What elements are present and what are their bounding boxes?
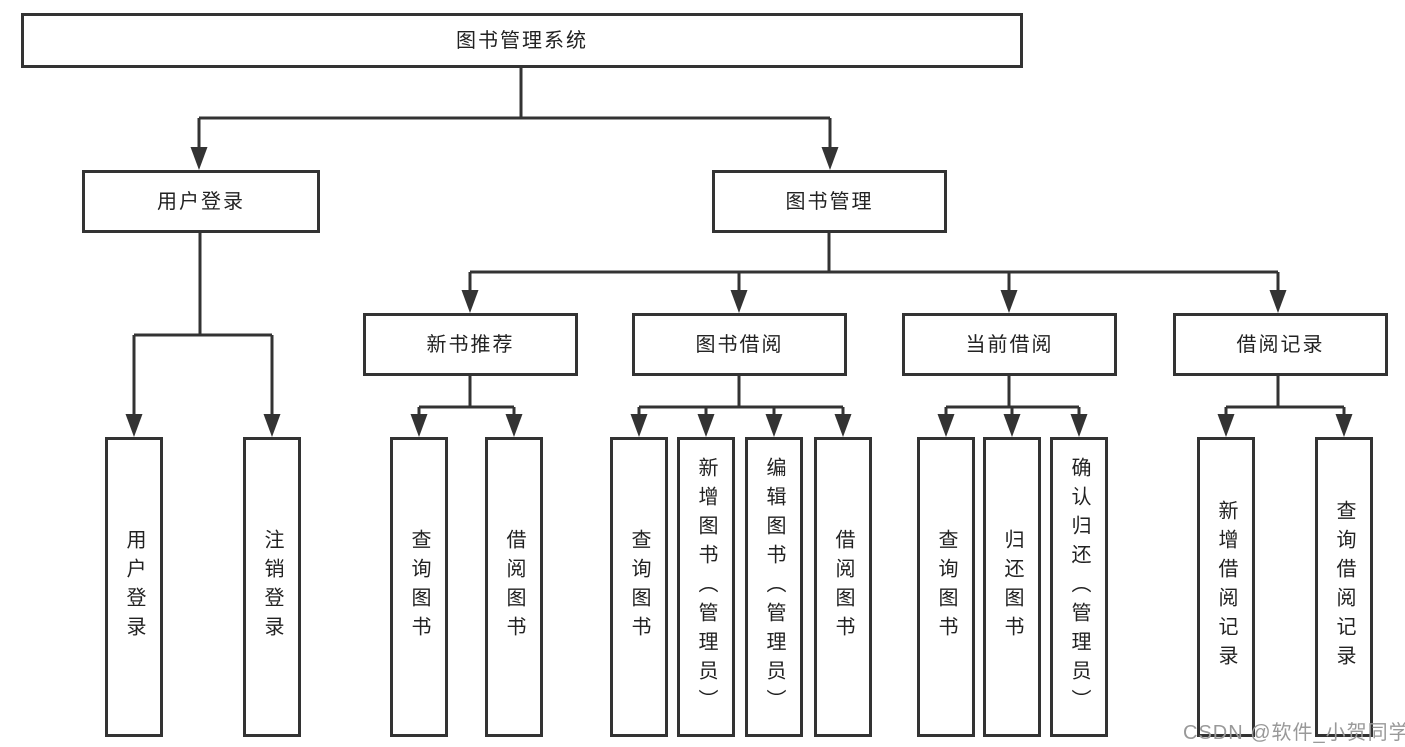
- arrowhead: [410, 414, 428, 437]
- arrowhead: [730, 290, 748, 313]
- arrowhead: [1217, 414, 1235, 437]
- node-user-login: 用户登录: [82, 170, 320, 233]
- leaf-return-books: 归还图书: [983, 437, 1041, 737]
- connector-root-trunk: [197, 68, 832, 152]
- leaf-query-books: 查询图书: [390, 437, 448, 737]
- node-label: 归还图书: [1001, 529, 1023, 645]
- arrowhead: [1269, 290, 1287, 313]
- node-borrowing-records: 借阅记录: [1173, 313, 1388, 376]
- arrowhead: [190, 147, 208, 170]
- connector-newrec: [417, 376, 516, 419]
- arrowhead: [697, 414, 715, 437]
- node-label: 当前借阅: [965, 333, 1054, 356]
- node-label: 注销登录: [261, 529, 283, 645]
- arrowhead: [1335, 414, 1353, 437]
- leaf-add-borrow-record: 新增借阅记录: [1197, 437, 1255, 737]
- connector-record: [1224, 376, 1346, 419]
- node-label: 查询借阅记录: [1333, 500, 1355, 674]
- node-label: 新增图书（管理员）: [695, 456, 717, 718]
- node-label: 查询图书: [628, 529, 650, 645]
- node-label: 查询图书: [935, 529, 957, 645]
- arrowhead: [461, 290, 479, 313]
- arrowhead: [1003, 414, 1021, 437]
- node-label: 查询图书: [408, 529, 430, 645]
- node-label: 确认归还（管理员）: [1068, 456, 1090, 718]
- arrowhead: [1000, 290, 1018, 313]
- leaf-borrow-books: 借阅图书: [814, 437, 872, 737]
- watermark-text: CSDN @软件_小贺同学: [1183, 722, 1405, 744]
- node-book-management: 图书管理: [712, 170, 947, 233]
- node-label: 图书管理: [785, 190, 874, 213]
- arrowhead: [505, 414, 523, 437]
- arrowhead: [821, 147, 839, 170]
- node-label: 图书借阅: [695, 333, 784, 356]
- node-library-system: 图书管理系统: [21, 13, 1023, 68]
- node-label: 编辑图书（管理员）: [763, 456, 785, 718]
- node-label: 图书管理系统: [456, 29, 588, 52]
- leaf-borrow-books: 借阅图书: [485, 437, 543, 737]
- node-label: 用户登录: [157, 190, 245, 213]
- node-current-borrowing: 当前借阅: [902, 313, 1117, 376]
- node-label: 新增借阅记录: [1215, 500, 1237, 674]
- node-label: 借阅图书: [503, 529, 525, 645]
- leaf-confirm-return-admin: 确认归还（管理员）: [1050, 437, 1108, 737]
- leaf-logout: 注销登录: [243, 437, 301, 737]
- leaf-query-books: 查询图书: [610, 437, 668, 737]
- connector-borrow: [637, 376, 845, 419]
- arrowhead: [1070, 414, 1088, 437]
- leaf-edit-books-admin: 编辑图书（管理员）: [745, 437, 803, 737]
- node-book-borrowing: 图书借阅: [632, 313, 847, 376]
- arrowhead: [263, 414, 281, 437]
- node-label: 用户登录: [123, 529, 145, 645]
- arrowhead: [765, 414, 783, 437]
- connector-current: [944, 376, 1081, 419]
- connector-userlogin: [132, 233, 274, 419]
- arrowhead: [630, 414, 648, 437]
- node-label: 借阅记录: [1236, 333, 1325, 356]
- arrowhead: [125, 414, 143, 437]
- node-label: 借阅图书: [832, 529, 854, 645]
- leaf-query-borrow-record: 查询借阅记录: [1315, 437, 1373, 737]
- arrowhead: [937, 414, 955, 437]
- leaf-query-books: 查询图书: [917, 437, 975, 737]
- node-new-book-recommend: 新书推荐: [363, 313, 578, 376]
- connector-bookmgmt: [468, 233, 1280, 295]
- leaf-user-login: 用户登录: [105, 437, 163, 737]
- node-label: 新书推荐: [426, 333, 515, 356]
- leaf-add-books-admin: 新增图书（管理员）: [677, 437, 735, 737]
- arrowhead: [834, 414, 852, 437]
